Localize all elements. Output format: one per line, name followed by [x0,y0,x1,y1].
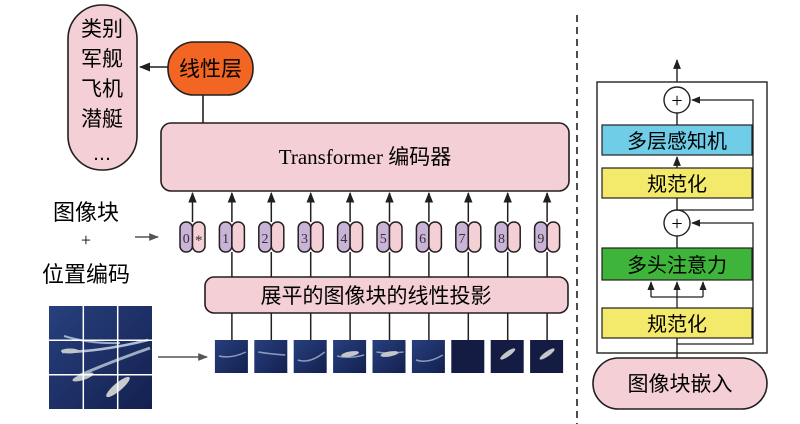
patch-embedding-pill [231,221,246,253]
image-patch [451,313,485,373]
image-patch [411,313,445,373]
class-label: 飞机 [81,77,123,101]
patch-embedding-pill [467,221,482,253]
token-pair: 3 [297,191,324,277]
linear-layer-label: 线性层 [179,57,242,81]
mlp-box [601,124,753,156]
class-label: 潜艇 [81,107,123,131]
attention-box [601,247,753,281]
class-label: 类别 [81,17,123,41]
position-index: 1 [222,232,229,247]
transformer-encoder-label: Transformer 编码器 [279,145,451,169]
encoder-block: + 多层感知机 规范化 + 多头注意力 规范化 图像块嵌入 [592,59,768,410]
position-index: 9 [537,232,544,247]
patch-embedding-box [592,357,768,410]
linear-projection-box [204,276,569,314]
wake-trail [415,354,444,362]
image-patch-tile [254,340,288,373]
position-index: 4 [340,232,347,247]
image-patch [372,313,406,373]
source-image [49,306,152,409]
patch-embedding-pill [309,221,324,253]
position-index: 0 [183,232,190,247]
position-index: 2 [262,232,269,247]
image-patch-tile [451,340,485,373]
residual-connection-bottom [677,219,754,345]
output-classes: 类别 军舰 飞机 潜艇 … [67,4,138,171]
attention-label: 多头注意力 [627,253,727,277]
ship [500,348,516,360]
ship [61,348,79,354]
add-symbol: + [671,90,682,112]
wake-trail [297,351,326,362]
token-pair: 9 [533,191,561,277]
wake-trail [63,335,121,345]
patch-row [214,313,564,373]
image-patch [530,313,564,373]
patch-label: 图像块 [53,201,119,226]
token-pair: 4 [336,191,364,277]
ship [341,351,359,357]
linear-layer-box [167,41,254,96]
token-pair: 1 [218,191,246,277]
plus-label: + [81,230,91,250]
wake-trail [336,354,365,359]
position-index: 8 [498,232,505,247]
patch-embedding-pill [191,221,206,253]
token-pair: 8 [494,191,521,277]
token-pair: 6 [415,191,443,277]
position-encoding-label: 位置编码 [42,263,130,288]
patch-embedding-pill [270,221,285,253]
ship [380,351,399,357]
source-image-background [49,306,152,409]
image-patch [293,313,327,373]
image-patch [490,313,524,373]
wake-trail [218,351,247,358]
class-token-marker: * [195,233,203,249]
patch-embedding-pill [546,221,561,253]
patch-embedding-label: 图像块嵌入 [628,372,733,396]
norm-box-bottom [601,307,753,339]
position-index: 6 [419,232,426,247]
image-patch [254,313,288,373]
wake-trail [258,351,286,356]
encoder-block-frame [596,81,768,354]
residual-connection-top [677,96,754,211]
transformer-encoder: Transformer 编码器 [160,122,570,192]
position-index: 3 [301,232,308,247]
mlp-label: 多层感知机 [627,129,727,153]
position-index: 7 [459,232,466,247]
norm-label-top: 规范化 [647,172,707,196]
patch-embedding-pill [506,221,521,253]
output-classes-pill [67,4,138,171]
ship [539,348,555,360]
token-pair: 5 [376,191,403,277]
add-symbol: + [671,213,682,235]
linear-projection: 展平的图像块的线性投影 [204,276,569,314]
token-pair: 2 [258,191,285,277]
class-label: … [93,144,111,165]
norm-box-top [601,167,753,199]
patch-embedding-pill [388,221,403,253]
linear-layer: 线性层 [167,41,254,96]
image-patch [214,313,248,373]
position-index: 5 [380,232,387,247]
norm-label-bottom: 规范化 [647,312,707,336]
image-patch-tile [293,340,327,373]
patch-embedding-pill [349,221,364,253]
class-label: 军舰 [81,47,123,71]
input-label: 图像块 + 位置编码 [42,201,130,288]
patch-embedding-pill [428,221,443,253]
token-pair: 0* [179,191,206,253]
image-patch [333,313,367,373]
transformer-encoder-box [160,122,570,192]
token-pair: 7 [455,191,482,277]
linear-projection-label: 展平的图像块的线性投影 [261,284,492,308]
